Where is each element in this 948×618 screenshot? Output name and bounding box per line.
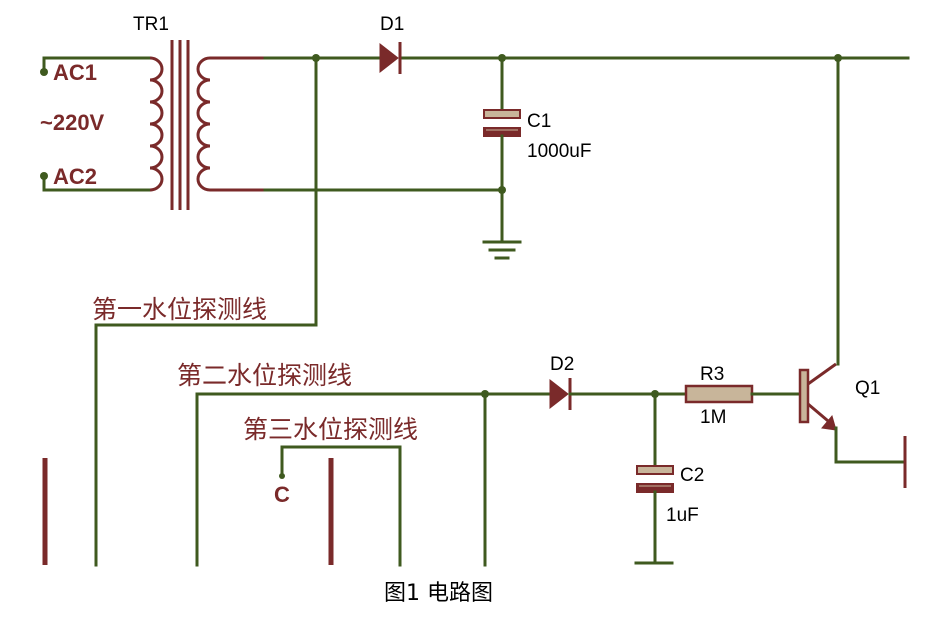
label-r3-value: 1M — [700, 407, 726, 428]
capacitor-c1 — [483, 56, 521, 192]
label-probe1: 第一水位探测线 — [92, 295, 267, 324]
label-tr1: TR1 — [133, 14, 169, 35]
label-r3: R3 — [700, 364, 724, 385]
label-c1-value: 1000uF — [527, 141, 591, 162]
label-ac2: AC2 — [53, 164, 97, 189]
label-probe2: 第二水位探测线 — [177, 361, 352, 390]
label-probe3: 第三水位探测线 — [243, 415, 418, 444]
probe-c-terminal — [279, 473, 285, 479]
label-c2: C2 — [680, 465, 704, 486]
label-d2: D2 — [550, 354, 574, 375]
transformer-tr1 — [40, 40, 265, 210]
label-c2-value: 1uF — [666, 505, 699, 526]
primary-coil — [149, 56, 164, 192]
label-voltage: ~220V — [40, 110, 105, 135]
figure-caption: 图1 电路图 — [384, 581, 493, 606]
capacitor-c2 — [634, 392, 674, 565]
label-d1: D1 — [380, 14, 404, 35]
label-c1: C1 — [527, 111, 551, 132]
label-probe-c: C — [274, 482, 290, 507]
probe3-wire — [280, 445, 402, 567]
probe1-wire — [94, 56, 318, 567]
diode-d1 — [379, 42, 402, 74]
label-q1: Q1 — [855, 378, 880, 399]
probe2-wire — [195, 392, 552, 567]
ground-symbol — [482, 188, 522, 260]
label-ac1: AC1 — [53, 60, 97, 85]
emitter-wire — [834, 426, 907, 464]
transistor-q1 — [798, 362, 837, 431]
secondary-coil — [196, 56, 211, 192]
diode-d2 — [549, 378, 572, 410]
resistor-r3 — [684, 384, 754, 404]
